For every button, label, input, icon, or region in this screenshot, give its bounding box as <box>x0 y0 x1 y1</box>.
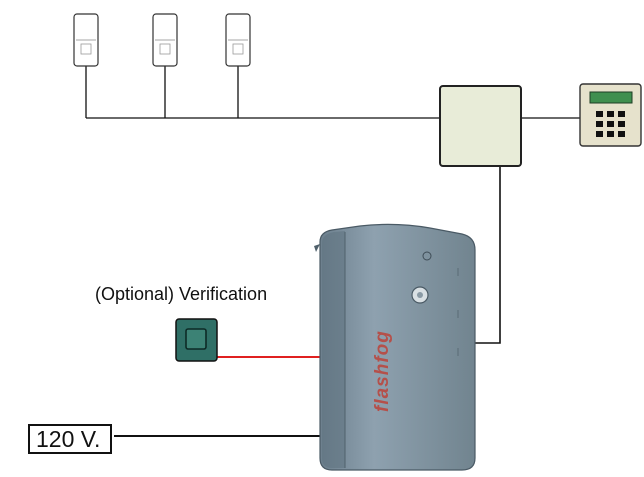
verification-button-icon <box>175 318 218 362</box>
panel-to-generator-wire <box>475 166 501 344</box>
brand-logo: flashfog <box>372 330 393 412</box>
power-supply-label: 120 V. <box>28 424 112 454</box>
verification-label: (Optional) Verification <box>95 284 268 304</box>
motion-detector <box>152 13 178 67</box>
detector-bus-wire <box>85 66 440 119</box>
fog-generator <box>314 223 476 471</box>
motion-detector <box>73 13 99 67</box>
control-panel <box>439 85 522 167</box>
motion-detector <box>225 13 251 67</box>
keypad-icon <box>579 83 642 147</box>
